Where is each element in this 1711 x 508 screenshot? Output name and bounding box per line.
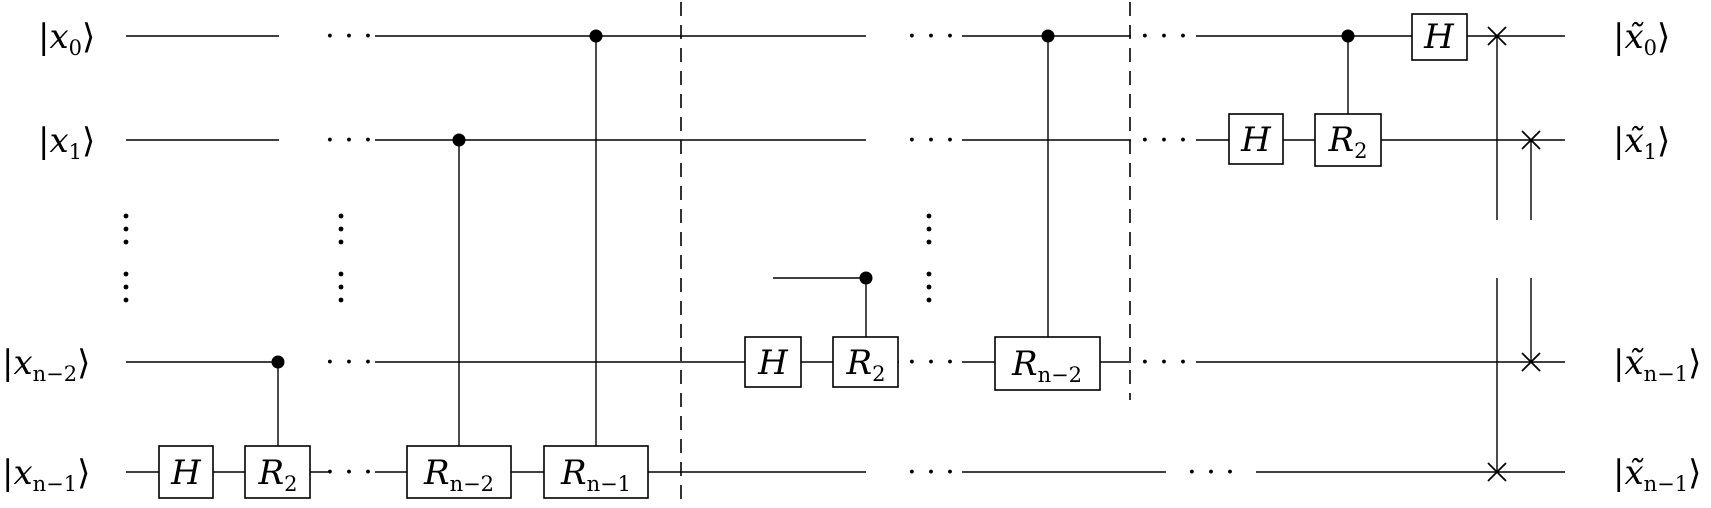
- ellipsis-h: · · ·: [325, 19, 373, 54]
- ellipsis-v-inputs: [123, 213, 129, 303]
- input-labels: |x0⟩ |x1⟩ |xn−2⟩ |xn−1⟩: [2, 17, 95, 496]
- gate-r2-stage3: R2: [1314, 113, 1382, 167]
- ellipses: · · · · · · · · · · · · · · · · · · · · …: [123, 19, 1235, 490]
- gates: H R2 Rn−2 Rn−1 H R2 Rn−2 H: [158, 13, 1468, 499]
- swap-mark-xn1: [1487, 462, 1507, 482]
- stage-dividers: [680, 2, 1131, 508]
- gate-h-stage1: H: [158, 445, 214, 499]
- ellipsis-h: · · ·: [1140, 345, 1188, 380]
- output-label-x1: |x̃1⟩: [1613, 121, 1670, 164]
- swap-network: [1487, 26, 1541, 482]
- gate-h-x0-stage3: H: [1411, 13, 1468, 61]
- ellipsis-v-stage2: [926, 213, 932, 303]
- control-dots: [271, 29, 1355, 369]
- input-label-x1: |x1⟩: [38, 121, 95, 164]
- svg-text:H: H: [1240, 120, 1272, 160]
- control-dot-r2-stage1: [271, 355, 285, 369]
- swap-mark-x0: [1487, 26, 1507, 46]
- gate-rn2-stage2: Rn−2: [994, 336, 1101, 391]
- output-label-xn1-a: |x̃n−1⟩: [1613, 343, 1701, 386]
- control-dot-rn2-stage2: [1041, 29, 1055, 43]
- qubit-wires: [126, 35, 1565, 473]
- ellipsis-h: · · ·: [325, 455, 373, 490]
- ellipsis-h: · · ·: [1187, 455, 1235, 490]
- ellipsis-h: · · ·: [1140, 19, 1188, 54]
- svg-text:H: H: [170, 453, 202, 493]
- ellipsis-h: · · ·: [907, 345, 955, 380]
- control-dot-r2-stage3: [1341, 29, 1355, 43]
- ellipsis-h: · · ·: [907, 123, 955, 158]
- control-dot-r2-stage2: [859, 271, 873, 285]
- ellipsis-h: · · ·: [325, 123, 373, 158]
- output-label-x0: |x̃0⟩: [1613, 17, 1670, 60]
- svg-text:H: H: [757, 343, 789, 383]
- gate-r2-stage2: R2: [832, 336, 899, 388]
- control-dot-rn2-stage1: [452, 133, 466, 147]
- gate-h-x1-stage3: H: [1228, 113, 1284, 165]
- svg-text:H: H: [1423, 17, 1455, 57]
- input-label-xn1: |xn−1⟩: [2, 453, 90, 496]
- ellipsis-h: · · ·: [907, 455, 955, 490]
- swap-mark-xn2: [1521, 352, 1541, 372]
- ellipsis-h: · · ·: [325, 345, 373, 380]
- swap-mark-x1: [1521, 130, 1541, 150]
- output-labels: |x̃0⟩ |x̃1⟩ |x̃n−1⟩ |x̃n−1⟩: [1613, 17, 1701, 496]
- gate-h-stage2: H: [744, 336, 802, 388]
- input-label-xn2: |xn−2⟩: [2, 343, 90, 386]
- ellipsis-h: · · ·: [907, 19, 955, 54]
- control-dot-rn1-stage1: [589, 29, 603, 43]
- input-label-x0: |x0⟩: [38, 17, 95, 60]
- ellipsis-h: · · ·: [1140, 123, 1188, 158]
- gate-rn2-stage1: Rn−2: [406, 445, 512, 499]
- gate-r2-stage1: R2: [244, 445, 311, 499]
- ellipsis-v-stage1: [338, 213, 344, 303]
- output-label-xn1-b: |x̃n−1⟩: [1613, 453, 1701, 496]
- control-lines: [277, 36, 1349, 446]
- gate-rn1-stage1: Rn−1: [543, 445, 649, 499]
